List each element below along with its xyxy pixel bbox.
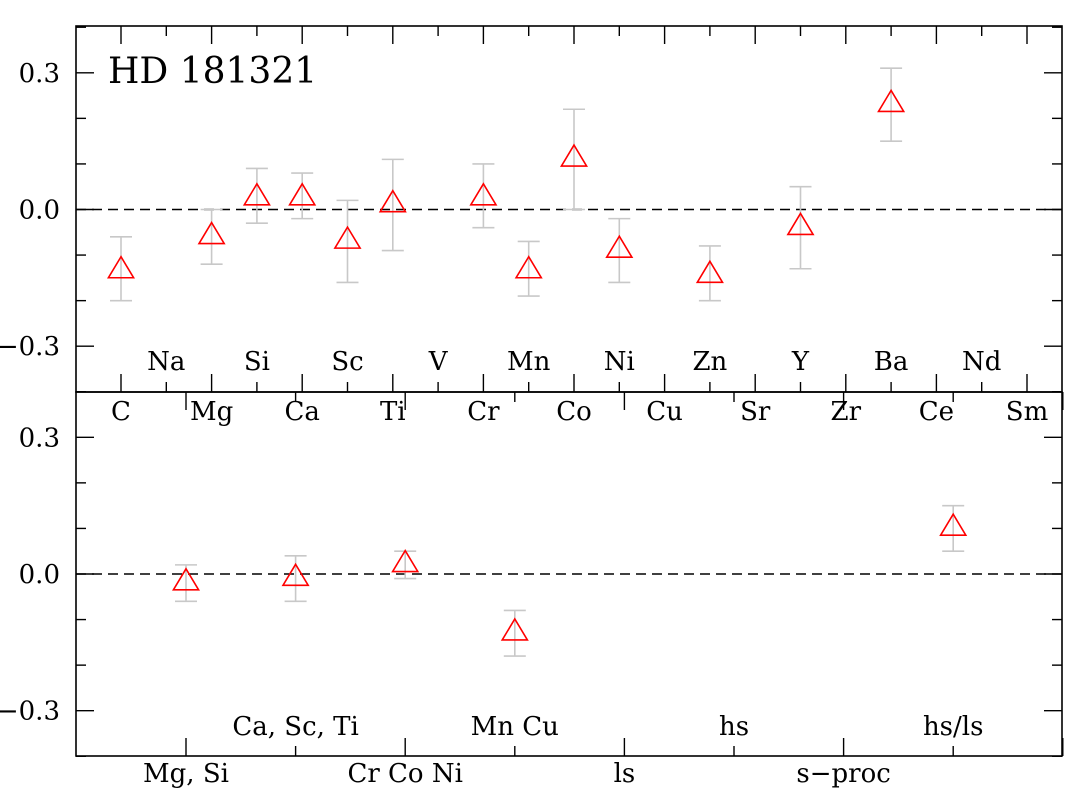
- x-label-lower: Ca: [284, 397, 319, 427]
- triangle-marker: [106, 255, 136, 279]
- x-label-lower: Zr: [831, 397, 862, 427]
- y-tick-label: 0.0: [19, 196, 60, 226]
- x-label-upper: V: [428, 347, 449, 377]
- x-label-upper: hs/ls: [923, 712, 984, 742]
- triangle-marker: [877, 88, 906, 113]
- triangle-marker: [939, 512, 968, 536]
- x-label-lower: Cu: [646, 397, 683, 427]
- triangle-marker: [197, 221, 226, 245]
- x-label-upper: hs: [719, 712, 749, 742]
- triangle-marker: [786, 211, 815, 236]
- triangle-marker: [695, 259, 724, 284]
- y-tick-label: 0.0: [19, 560, 60, 590]
- star-title: HD 181321: [108, 51, 317, 92]
- x-label-lower: s−proc: [796, 759, 890, 789]
- x-label-lower: Ti: [380, 397, 406, 427]
- x-label-upper: Zn: [692, 347, 727, 377]
- triangle-marker: [333, 225, 362, 249]
- x-label-lower: Co: [556, 397, 592, 427]
- x-label-lower: Ce: [919, 397, 954, 427]
- x-label-upper: Mn Cu: [471, 712, 559, 742]
- x-label-lower: Mg, Si: [143, 759, 229, 789]
- triangle-marker: [281, 562, 310, 587]
- bottom-panel-error-bars: [175, 504, 965, 657]
- x-label-lower: Sm: [1006, 397, 1048, 427]
- top-panel-error-bars: [110, 67, 903, 302]
- y-tick-label: 0.3: [19, 423, 60, 453]
- x-label-lower: Cr Co Ni: [347, 759, 462, 789]
- triangle-marker: [469, 182, 498, 206]
- y-tick-label: −0.3: [0, 697, 60, 727]
- x-label-upper: Sc: [331, 347, 363, 377]
- top-panel-markers: [106, 88, 906, 284]
- x-label-upper: Y: [791, 347, 810, 377]
- triangle-marker: [242, 182, 271, 206]
- triangle-marker: [559, 143, 589, 167]
- triangle-marker: [605, 234, 634, 259]
- triangle-marker: [171, 567, 201, 591]
- x-label-lower: Sr: [740, 397, 771, 427]
- bottom-panel-ticks: [76, 391, 1064, 757]
- top-panel-ticks: [76, 26, 1062, 393]
- x-label-upper: Mn: [507, 347, 551, 377]
- top-panel-element-labels: C Mg Ca Ti Cr Co Cu Sr Zr Ce Sm Na Si Sc V Mn Ni Zn Y Ba Nd: [111, 347, 1048, 427]
- triangle-marker: [288, 182, 317, 206]
- x-label-upper: Ba: [874, 347, 909, 377]
- x-label-upper: Nd: [962, 347, 1001, 377]
- triangle-marker: [391, 549, 420, 573]
- x-label-lower: Cr: [467, 397, 500, 427]
- x-label-lower: C: [111, 397, 131, 427]
- x-label-upper: Ni: [604, 347, 635, 377]
- x-label-lower: Mg: [190, 397, 233, 427]
- bottom-panel-group-labels: Mg, Si Cr Co Ni ls s−proc Ca, Sc, Ti Mn Cu hs h…: [143, 712, 983, 789]
- triangle-marker: [378, 189, 407, 213]
- y-tick-label: −0.3: [0, 332, 60, 362]
- top-panel: 0.3 0.0 −0.3 C Mg Ca Ti Cr Co Cu Sr Zr Ce Sm Na Si Sc V M…: [0, 25, 1063, 427]
- x-label-upper: Si: [244, 347, 270, 377]
- bottom-panel: 0.3 0.0 −0.3 Mg, Si Cr Co Ni ls s−proc Ca, Sc,…: [0, 391, 1064, 789]
- x-label-upper: Ca, Sc, Ti: [232, 712, 358, 742]
- triangle-marker: [500, 617, 529, 641]
- x-label-lower: ls: [614, 759, 636, 789]
- x-label-upper: Na: [147, 347, 185, 377]
- triangle-marker: [514, 255, 543, 279]
- y-tick-label: 0.3: [19, 59, 60, 89]
- top-panel-y-tick-labels: 0.3 0.0 −0.3: [0, 59, 60, 362]
- bottom-panel-y-tick-labels: 0.3 0.0 −0.3: [0, 423, 60, 726]
- bottom-panel-markers: [171, 512, 968, 641]
